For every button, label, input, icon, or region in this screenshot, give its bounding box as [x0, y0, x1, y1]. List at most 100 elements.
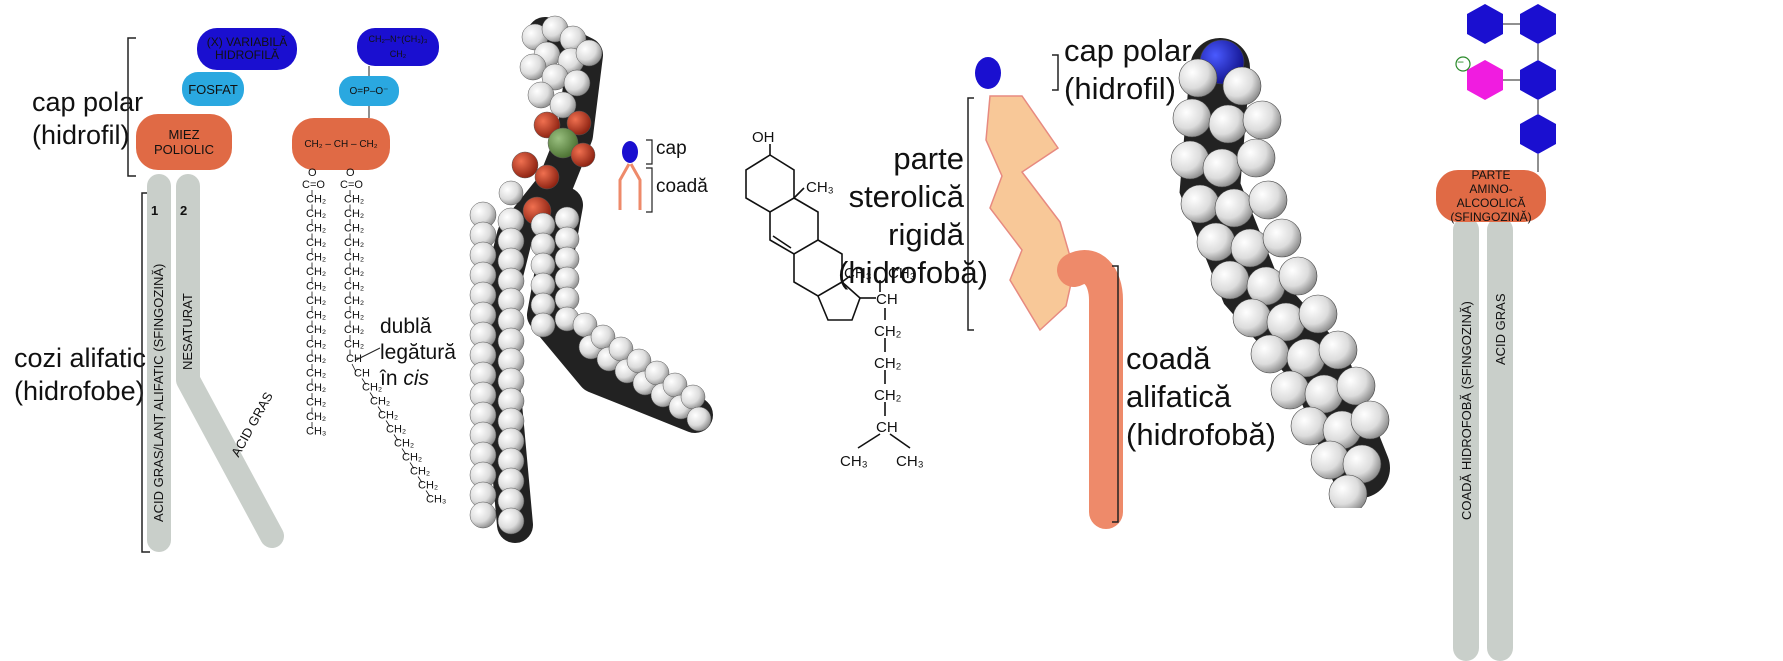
legend-head-label: cap [656, 138, 687, 159]
chain-label: CH₂ [306, 295, 326, 307]
atom [680, 384, 706, 410]
left-polar-head-label: cap polar (hidrofil) [32, 87, 144, 150]
side-ch2-label-2: CH₂ [874, 355, 902, 372]
chain-label: CH₂ [306, 223, 326, 235]
atom [511, 151, 539, 179]
atom [498, 180, 524, 206]
atom [497, 507, 525, 535]
methyl-label-3: CH₃ [888, 265, 916, 282]
atom [1210, 260, 1250, 300]
formula-phosphate-pill: O=P–O⁻ [339, 76, 399, 106]
tail-2-label-upper: NESATURAT [180, 293, 195, 370]
chain-label: CH₂ [418, 480, 438, 492]
chain-label: CH₂ [378, 410, 398, 422]
chain-label: CH₂ [344, 208, 364, 220]
chain-label: CH₂ [306, 208, 326, 220]
formula-head-pill: CH₂–N⁺(CH₃)₃ CH₂ [357, 28, 439, 66]
head-bracket [127, 37, 136, 177]
tail-2-number: 2 [180, 203, 188, 218]
sugar-hexagon [1520, 60, 1556, 100]
sterol-rigid-label: parte sterolică rigidă (hidrofobă) [838, 141, 988, 290]
atom [1178, 58, 1218, 98]
tail-1-label: ACID GRAS/LANȚ ALIFATIC (SFINGOZINĂ) [151, 263, 166, 522]
chain-label: CH₂ [344, 295, 364, 307]
side-ch-end-label: CH [876, 419, 898, 436]
chain-label: CH₃ [426, 494, 446, 506]
atom [547, 127, 579, 159]
chain-label: CH₂ [306, 353, 326, 365]
sugar-hexagon [1467, 4, 1503, 44]
sugar-chain [1455, 4, 1556, 172]
tail-2-bar [176, 174, 284, 548]
polyol-core-pill: MIEZ POLIOLIC [136, 114, 232, 170]
chain-label: CH₂ [370, 396, 390, 408]
methyl-label-2: CH₃ [844, 265, 872, 282]
end-methyl-left: CH₃ [840, 453, 868, 470]
chain-label: CH₂ [306, 194, 326, 206]
space-filling-model-cholesterol [1170, 38, 1390, 508]
space-filling-model-lipid [469, 15, 713, 543]
atom [1214, 188, 1254, 228]
chain-label: CH₂ [344, 194, 364, 206]
side-ch2-label-1: CH₂ [874, 323, 902, 340]
atom [1202, 148, 1242, 188]
chain-label: CH₂ [306, 237, 326, 249]
saturated-chain: OC=OCH₂CH₂CH₂CH₂CH₂CH₂CH₂CH₂CH₂CH₂CH₂CH₂… [302, 167, 326, 438]
unsaturated-chain: OC=OCH₂CH₂CH₂CH₂CH₂CH₂CH₂CH₂CH₂CH₂CH₂CHC… [340, 167, 446, 506]
atom-backbone [477, 17, 713, 543]
chain-bond [425, 490, 431, 497]
chain-bond [393, 434, 399, 441]
side-ch2-label-3: CH₂ [874, 387, 902, 404]
atom [1180, 184, 1220, 224]
sugar-hexagon [1520, 114, 1556, 154]
atom [1172, 98, 1212, 138]
sterol-polar-head [975, 57, 1001, 89]
sphingosine-backbone-pill: PARTE AMINO-ALCOOLICĂ (SFINGOZINĂ) [1436, 168, 1546, 224]
formula-glycerol-pill: CH₂ – CH – CH₂ [292, 118, 390, 170]
atom [563, 69, 591, 97]
chain-bond [401, 448, 407, 455]
atom [1236, 138, 1276, 178]
atom [530, 312, 556, 338]
atom [519, 53, 547, 81]
ring-c [793, 239, 843, 297]
sugar-hexagon [1520, 4, 1556, 44]
chain-label: CH₂ [344, 339, 364, 351]
ring-b [769, 197, 819, 255]
atom [1262, 218, 1302, 258]
sphingo-tail-2-label: ACID GRAS [1493, 293, 1508, 365]
chain-label: CH₂ [306, 310, 326, 322]
charge-label: − [1457, 55, 1465, 69]
chain-label: CH₂ [386, 424, 406, 436]
chain-bond [351, 363, 357, 373]
chain-label: CH [346, 353, 362, 365]
chain-label: CH₂ [344, 281, 364, 293]
left-tails-label: cozi alifatice (hidrofobe) [14, 343, 162, 406]
chain-label: CH₂ [362, 382, 382, 394]
methyl-label-1: CH₃ [806, 179, 834, 196]
atom [575, 39, 603, 67]
chain-label: CH₃ [306, 426, 326, 438]
chain-label: O [308, 167, 317, 179]
chain-label: CH₂ [344, 324, 364, 336]
chain-label: CH₂ [306, 324, 326, 336]
atom [1222, 66, 1262, 106]
charge-symbol [1455, 56, 1471, 72]
double-bond-label: dublă legătură în cis [380, 315, 456, 390]
chain-label: C=O [340, 179, 363, 191]
variable-group-pill: (X) VARIABILĂ HIDROFILĂ [197, 28, 297, 70]
sterol-rigid-shape [985, 95, 1075, 332]
chain-label: CH₂ [344, 223, 364, 235]
tail-1-number: 1 [151, 203, 159, 218]
chain-bond [377, 406, 383, 413]
chain-label: CH₂ [306, 382, 326, 394]
atom [1248, 180, 1288, 220]
end-methyl-right: CH₃ [896, 453, 924, 470]
cholesterol-structure: OH CH₃ CH₃ CH₃ CH CH₂ CH₂ CH₂ CH CH₃ CH₃ [745, 130, 924, 470]
chain-label: CH₂ [410, 466, 430, 478]
ring-d [817, 281, 861, 321]
atom [686, 406, 712, 432]
chain-bond [369, 392, 375, 399]
atom [469, 501, 497, 529]
